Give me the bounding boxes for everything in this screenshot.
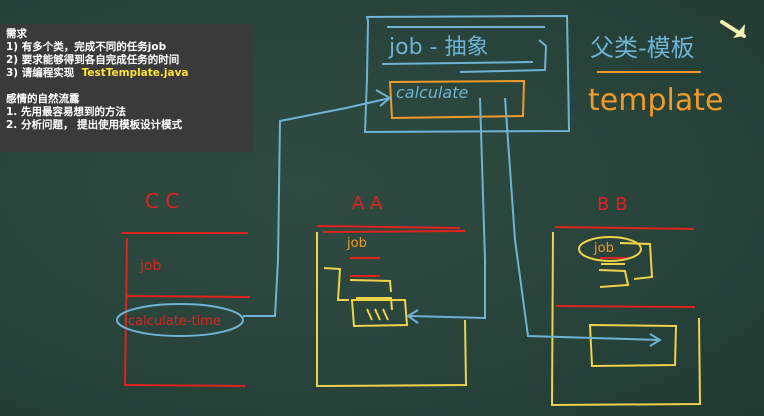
template-calculate-box	[388, 79, 526, 120]
requirement-item-2: 2) 要求能够得到各自完成任务的时间	[6, 54, 180, 66]
requirement-item-3-text: 3) 请编程实现	[6, 67, 75, 79]
calculate-time-highlight	[116, 303, 244, 337]
parent-template-title: 父类-模板	[590, 34, 695, 62]
class-a-job-label: job	[346, 236, 367, 251]
class-a-box-body	[316, 232, 468, 388]
abstract-class-label: job - 抽象	[388, 35, 488, 60]
class-c-box	[122, 232, 251, 387]
class-c-job-label: job	[139, 258, 161, 274]
class-a-label: A A	[352, 193, 383, 214]
class-b-box-body	[550, 231, 702, 407]
flow-item-1: 1. 先用最容易想到的方法	[6, 106, 126, 118]
class-b-box-header	[554, 226, 696, 308]
requirements-panel: 需求 1) 有多个类，完成不同的任务job 2) 要求能够得到各自完成任务的时间…	[0, 24, 253, 152]
class-b-job-label: job	[593, 241, 614, 256]
template-word: template	[588, 83, 723, 118]
flow-item-2: 2. 分析问题， 提出使用模板设计模式	[6, 119, 183, 131]
pointer-arrow-icon	[720, 20, 746, 38]
abstract-job-box	[363, 14, 571, 134]
flow-heading: 感情的自然流露	[6, 93, 80, 105]
requirement-item-1: 1) 有多个类，完成不同的任务job	[6, 41, 167, 53]
class-c-label: C C	[145, 189, 179, 213]
calculate-time-label: calculate-time	[128, 314, 221, 329]
calculate-label: calculate	[396, 83, 469, 102]
requirement-item-3: 3) 请编程实现 TestTemplate.java	[6, 67, 253, 80]
class-a-box-header	[316, 225, 466, 277]
java-file-name: TestTemplate.java	[81, 67, 189, 79]
class-b-label: B B	[597, 194, 627, 215]
connector-lines	[243, 89, 662, 347]
requirements-heading: 需求	[6, 28, 27, 40]
